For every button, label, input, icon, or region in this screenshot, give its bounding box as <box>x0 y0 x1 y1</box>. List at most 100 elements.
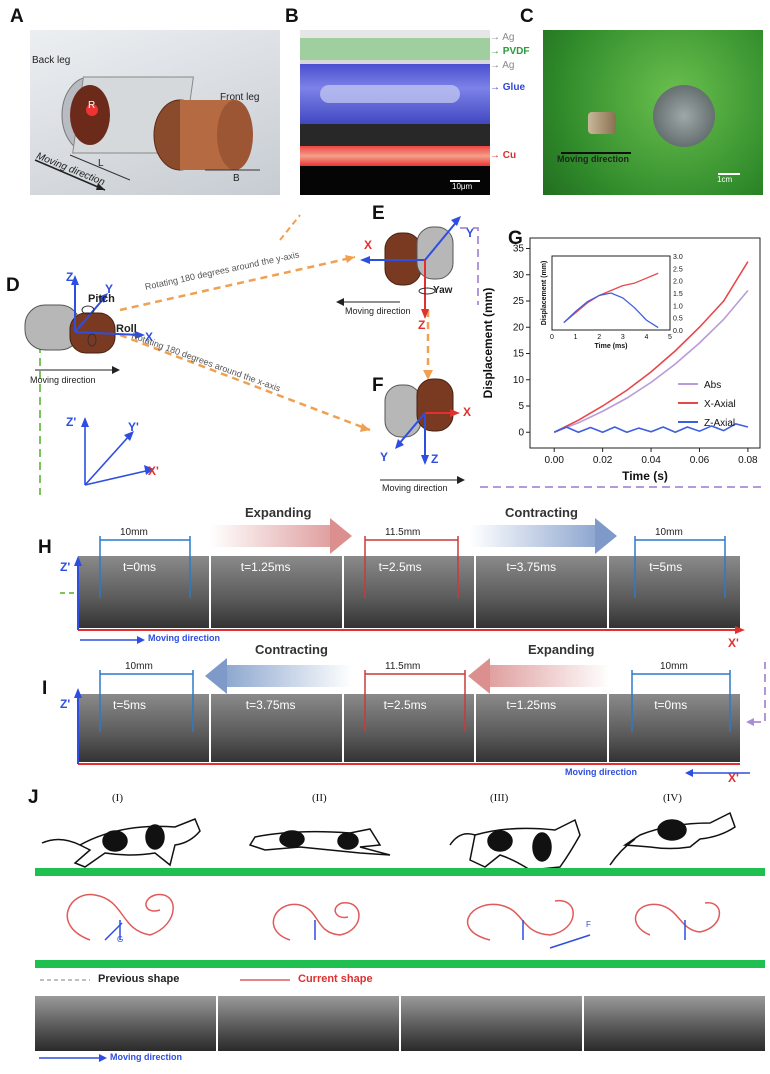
axis-xp-i: X' <box>728 771 739 785</box>
dim-left-h: 10mm <box>120 527 148 538</box>
dimension-lines-h <box>60 536 745 644</box>
contracting-label-i: Contracting <box>255 642 328 657</box>
panel-label-g: G <box>508 228 523 249</box>
series-abs-line <box>553 289 749 433</box>
panel-label-h: H <box>38 537 52 558</box>
inset-series-z-axial-line <box>563 292 659 329</box>
axis-z-d: Z <box>66 270 74 284</box>
frame-i-1: t=5ms <box>113 698 147 712</box>
previous-shape-label: Previous shape <box>98 973 180 985</box>
series-x-axial-line <box>553 261 749 433</box>
frames-i: t=5ms t=3.75ms t=2.5ms t=1.25ms t=0ms <box>78 694 740 762</box>
cheetah-gaits <box>35 811 765 981</box>
dim-mid-i: 11.5mm <box>385 661 421 672</box>
frame-i-3: t=2.5ms <box>383 698 427 712</box>
dim-left-i: 10mm <box>125 661 153 672</box>
panel-a-render: Back leg Front leg L B R Moving directio… <box>30 30 280 195</box>
axis-z-f: Z <box>431 452 439 466</box>
moving-direction-j: Moving direction <box>110 1052 182 1062</box>
layer-ag-top: → Ag <box>490 32 515 43</box>
gait-label-1: (I) <box>112 792 123 804</box>
inset-x-tick-label: 1 <box>574 334 578 341</box>
axis-zp-d: Z' <box>66 415 77 429</box>
moving-direction-h: Moving direction <box>148 633 220 643</box>
legend-label: Z-Axial <box>704 418 735 429</box>
scale-label-b: 10μm <box>452 182 473 191</box>
inset-x-tick-label: 0 <box>550 334 554 341</box>
axis-zp-i: Z' <box>60 697 71 711</box>
inset-x-tick-label: 5 <box>668 334 672 341</box>
panel-label-b: B <box>285 6 299 27</box>
dim-mid-h: 11.5mm <box>385 527 421 538</box>
gait-label-2: (II) <box>312 792 327 804</box>
frame-h-5: t=5ms <box>649 560 683 574</box>
front-leg-label: Front leg <box>220 92 260 103</box>
dimension-lines-i <box>74 662 766 777</box>
axis-xp-h: X' <box>728 636 739 650</box>
axis-x-f: X <box>463 405 472 419</box>
current-shape-label: Current shape <box>298 973 373 985</box>
moving-direction-e: Moving direction <box>345 306 411 316</box>
frame-i-2: t=3.75ms <box>245 698 296 712</box>
x-tick-label: 0.00 <box>544 455 564 466</box>
dim-r-label: R <box>88 100 96 111</box>
pitch-label: Pitch <box>88 293 115 305</box>
axis-xp-d: X' <box>148 464 159 478</box>
x-tick-label: 0.06 <box>690 455 710 466</box>
axis-y-f: Y <box>380 450 389 464</box>
panel-b-sem: 10μm <box>300 30 490 195</box>
y-tick-label: 5 <box>518 401 524 412</box>
cheetah-gait-2 <box>248 828 391 856</box>
back-leg-label: Back leg <box>32 55 71 66</box>
y-tick-label: 0 <box>518 427 524 438</box>
yaw-label: Yaw <box>433 285 453 296</box>
panel-c-photo: Moving direction 1cm <box>543 30 763 195</box>
dim-right-i: 10mm <box>660 661 688 672</box>
moving-direction-i: Moving direction <box>565 767 637 777</box>
x-tick-label: 0.08 <box>738 455 758 466</box>
contracting-label-h: Contracting <box>505 505 578 520</box>
inset-y-tick-label: 2.0 <box>673 279 683 286</box>
layer-pvdf: → PVDF <box>490 46 530 57</box>
contracting-arrow-h <box>470 525 595 547</box>
inset-y-tick-label: 0.0 <box>673 328 683 335</box>
panel-label-e: E <box>372 203 385 224</box>
force-label-3: F <box>586 920 591 929</box>
frames-j <box>35 996 765 1051</box>
moving-direction-c: Moving direction <box>557 154 629 164</box>
frame-h-2: t=1.25ms <box>240 560 291 574</box>
frames-h: t=0ms t=1.25ms t=2.5ms t=3.75ms t=5ms <box>78 556 740 628</box>
y-tick-label: 25 <box>513 296 525 307</box>
robot-render <box>34 76 260 191</box>
axis-z-e: Z <box>418 318 426 332</box>
panel-label-d: D <box>6 275 20 296</box>
moving-direction-d: Moving direction <box>30 375 96 385</box>
panel-label-j: J <box>28 787 39 808</box>
layer-cu: → Cu <box>490 150 517 161</box>
roll-label: Roll <box>116 323 137 335</box>
axis-zp-h: Z' <box>60 560 71 574</box>
inset-series-x-axial-line <box>563 272 659 324</box>
expanding-arrow-h <box>210 525 330 547</box>
moving-arrow-j <box>39 1054 107 1062</box>
dim-b-label: B <box>233 173 240 184</box>
axis-x-e: X <box>364 238 373 252</box>
x-axis-label: Time (s) <box>622 469 668 483</box>
inset-y-label: Displacement (mm) <box>541 261 548 326</box>
orientation-diagram <box>24 214 765 495</box>
dim-right-h: 10mm <box>655 527 683 538</box>
gait-label-3: (III) <box>490 792 509 804</box>
moving-direction-f: Moving direction <box>382 483 448 493</box>
frame-i-4: t=1.25ms <box>506 698 557 712</box>
frame-h-1: t=0ms <box>123 560 157 574</box>
inset-y-tick-label: 0.5 <box>673 316 683 323</box>
frame-h-3: t=2.5ms <box>378 560 422 574</box>
inset-x-tick-label: 3 <box>621 334 625 341</box>
scale-label-c: 1cm <box>717 175 733 184</box>
y-tick-label: 30 <box>513 270 525 281</box>
series-z-axial-line <box>553 422 749 434</box>
curl-shapes <box>66 893 721 941</box>
dim-l-label: L <box>98 158 104 169</box>
contracting-arrow-i <box>227 665 352 687</box>
axis-x-d: X <box>145 330 154 344</box>
